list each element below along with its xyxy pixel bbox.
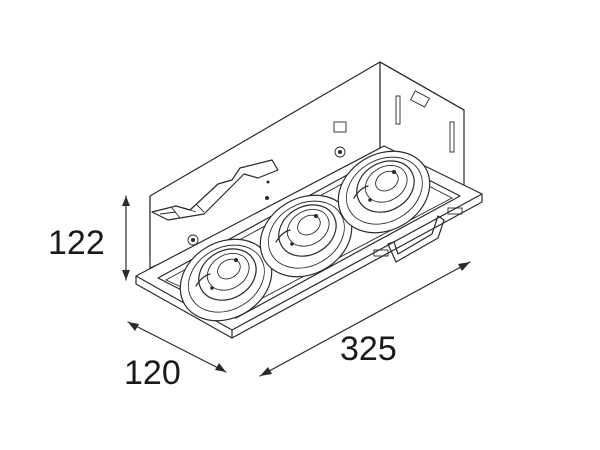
mounting-bracket (387, 215, 445, 263)
spot-lamp (337, 150, 431, 234)
screw-icon (187, 234, 199, 246)
spot-lamp (179, 238, 273, 322)
spot-lamp (259, 194, 353, 278)
depth-dimension-line (127, 321, 227, 373)
mounting-tab (373, 249, 389, 257)
vent-slot (395, 95, 401, 125)
height-label: 122 (48, 224, 105, 262)
length-label: 325 (340, 330, 397, 368)
label-plate (409, 90, 431, 108)
dimension-lines (122, 195, 471, 377)
spring-clip (151, 159, 279, 221)
mounting-tab (447, 207, 463, 215)
length-dimension-line (259, 261, 471, 377)
spot-group (179, 150, 431, 322)
screw-icon (334, 146, 346, 158)
connector-block (333, 121, 347, 133)
depth-label: 120 (124, 354, 181, 392)
vent-slot (449, 121, 455, 153)
